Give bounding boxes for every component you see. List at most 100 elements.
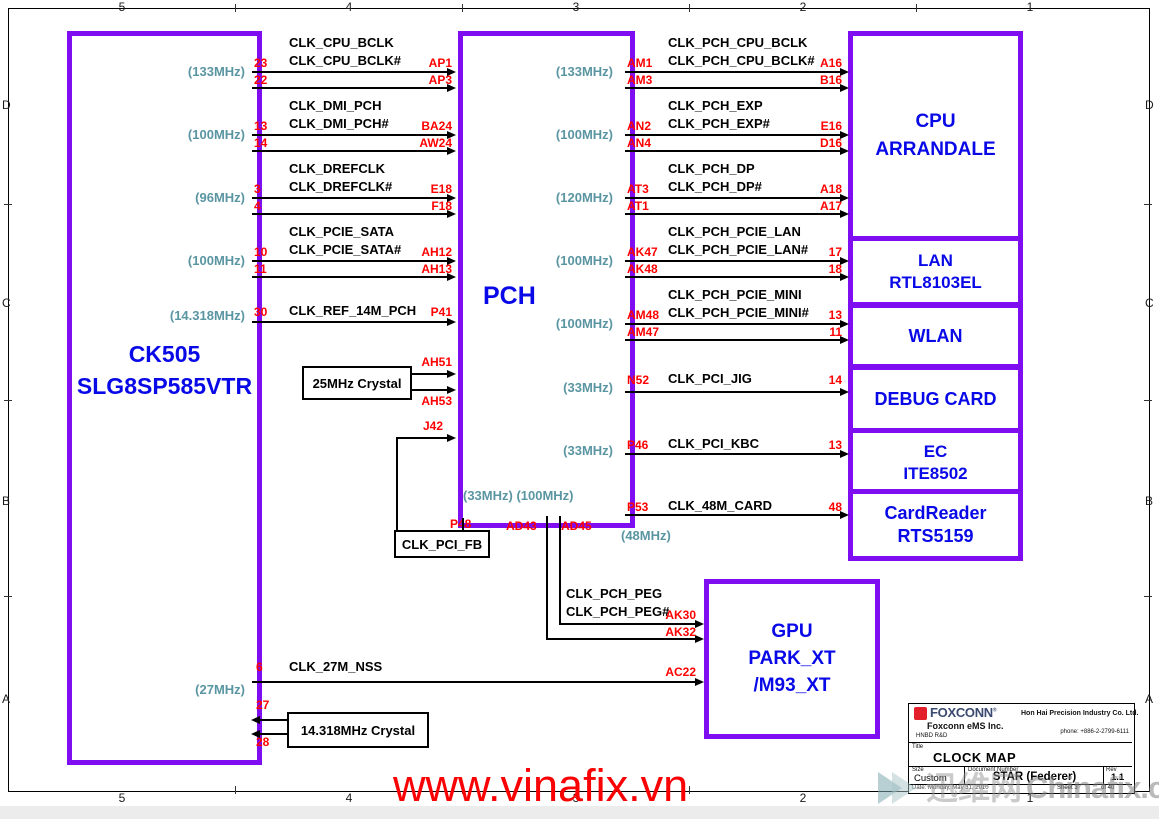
arrowhead-icon — [840, 336, 849, 344]
zone-letter: C — [2, 296, 11, 310]
block-label: LAN — [918, 250, 953, 270]
frequency-label: (100MHz) — [555, 253, 613, 268]
block-lan: LAN RTL8103EL — [848, 236, 1023, 307]
signal-label: CLK_REF_14M_PCH — [289, 303, 417, 318]
signal-wire — [546, 638, 696, 640]
pin-number: B16 — [819, 73, 842, 87]
signal-wire — [396, 437, 447, 439]
crystal-25mhz-box: 25MHz Crystal — [302, 366, 412, 400]
pin-number: 28 — [256, 735, 270, 749]
signal-wire — [625, 323, 840, 325]
arrowhead-icon — [447, 84, 456, 92]
pin-number: 14 — [254, 136, 268, 150]
frequency-label: (33MHz) (100MHz) — [463, 488, 574, 503]
zone-tick — [689, 786, 690, 794]
pin-number: A17 — [819, 199, 842, 213]
company-full-name: Hon Hai Precision Industry Co. Ltd. — [1021, 710, 1139, 717]
arrowhead-icon — [447, 434, 456, 442]
size-label: Size — [912, 767, 924, 773]
signal-wire — [252, 276, 449, 278]
signal-wire — [410, 373, 447, 375]
doc-number-value: STAR (Federer) — [992, 771, 1077, 783]
block-label: CK505 — [128, 341, 201, 367]
block-label: PARK_XT — [748, 648, 836, 669]
pin-number: E16 — [820, 119, 842, 133]
pin-number: 6 — [256, 660, 263, 674]
signal-label: CLK_PCH_PCIE_MINI — [668, 287, 802, 302]
zone-tick — [1144, 204, 1152, 205]
arrowhead-icon — [840, 131, 849, 139]
signal-label: CLK_PCH_EXP# — [668, 116, 770, 131]
block-label: CPU — [915, 111, 956, 132]
pin-number: A18 — [819, 182, 842, 196]
pin-number: 11 — [254, 262, 267, 276]
pin-number: 23 — [254, 56, 268, 70]
pin-number: AC22 — [665, 665, 696, 679]
pin-number: AP1 — [428, 56, 452, 70]
frequency-label: (96MHz) — [195, 190, 245, 205]
arrowhead-icon — [447, 210, 456, 218]
signal-wire — [252, 87, 449, 89]
signal-wire — [252, 71, 449, 73]
zone-tick — [4, 400, 12, 401]
signal-wire — [559, 516, 561, 625]
arrowhead-icon — [447, 318, 456, 326]
signal-label: CLK_DMI_PCH — [289, 98, 382, 113]
block-pch: PCH — [458, 31, 635, 528]
pin-number: AH53 — [421, 394, 452, 408]
signal-label: CLK_48M_CARD — [668, 498, 773, 513]
signal-wire — [625, 87, 840, 89]
block-label: RTS5159 — [897, 526, 974, 546]
signal-label: CLK_PCIE_SATA# — [289, 242, 402, 257]
pin-number: 13 — [254, 119, 268, 133]
arrowhead-icon — [840, 84, 849, 92]
zone-tick — [4, 596, 12, 597]
company-dept: HNBD R&D — [916, 733, 948, 739]
signal-wire — [252, 197, 449, 199]
zone-number: 2 — [799, 791, 807, 805]
block-label: ARRANDALE — [875, 139, 996, 160]
arrowhead-icon — [840, 320, 849, 328]
chinafix-en-text: Chinafix.com — [1026, 770, 1159, 805]
signal-wire — [625, 339, 840, 341]
zone-tick — [235, 786, 236, 794]
signal-label: CLK_PCH_CPU_BCLK — [668, 35, 808, 50]
pin-number: AM47 — [627, 325, 660, 339]
pin-number: 18 — [828, 262, 842, 276]
signal-wire — [410, 389, 447, 391]
signal-label: CLK_DMI_PCH# — [289, 116, 389, 131]
arrowhead-icon — [447, 68, 456, 76]
zone-letter: D — [1145, 98, 1154, 112]
signal-wire — [625, 391, 840, 393]
pin-number: E18 — [430, 182, 452, 196]
frequency-label: (120MHz) — [555, 190, 613, 205]
crystal-14mhz-box: 14.318MHz Crystal — [287, 712, 429, 748]
zone-tick — [235, 4, 236, 12]
registered-mark: ® — [992, 707, 997, 714]
foxconn-logo-text: FOXCONN® — [930, 705, 997, 720]
signal-wire — [559, 623, 696, 625]
pin-number: AH12 — [421, 245, 452, 259]
signal-wire — [252, 150, 449, 152]
signal-label: CLK_PCH_DP# — [668, 179, 762, 194]
frequency-label: (27MHz) — [195, 682, 245, 697]
sheet-number: Sheet 3 — [1057, 785, 1078, 791]
zone-tick — [916, 4, 917, 12]
arrowhead-icon — [840, 511, 849, 519]
arrowhead-icon — [447, 273, 456, 281]
pin-number: 30 — [254, 305, 268, 319]
signal-wire — [625, 276, 840, 278]
signal-label: CLK_PCH_EXP — [668, 98, 763, 113]
arrowhead-icon — [447, 370, 456, 378]
pin-number: A16 — [819, 56, 842, 70]
pin-number: AK47 — [627, 245, 658, 259]
pin-number: 10 — [254, 245, 268, 259]
divider — [1103, 766, 1104, 784]
divider — [909, 784, 1132, 785]
pin-number: N52 — [627, 373, 650, 387]
pin-number: 14 — [828, 373, 842, 387]
zone-tick — [1144, 596, 1152, 597]
signal-wire — [625, 213, 840, 215]
company-name: Foxconn eMS Inc. — [927, 721, 1004, 731]
